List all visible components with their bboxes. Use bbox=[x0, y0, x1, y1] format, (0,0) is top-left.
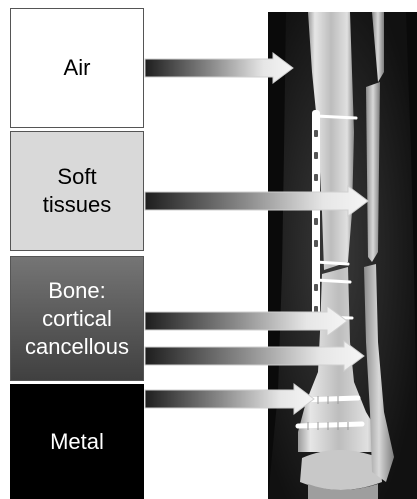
metal-box: Metal bbox=[10, 384, 144, 499]
air-box: Air bbox=[10, 8, 144, 128]
air-label: Air bbox=[64, 54, 91, 82]
soft-tissues-label: Soft tissues bbox=[43, 163, 111, 219]
metal-label: Metal bbox=[50, 428, 104, 456]
xray-image bbox=[268, 12, 417, 499]
bone-box: Bone: cortical cancellous bbox=[10, 256, 144, 381]
soft-tissues-box: Soft tissues bbox=[10, 131, 144, 251]
bone-label: Bone: cortical cancellous bbox=[25, 277, 129, 361]
